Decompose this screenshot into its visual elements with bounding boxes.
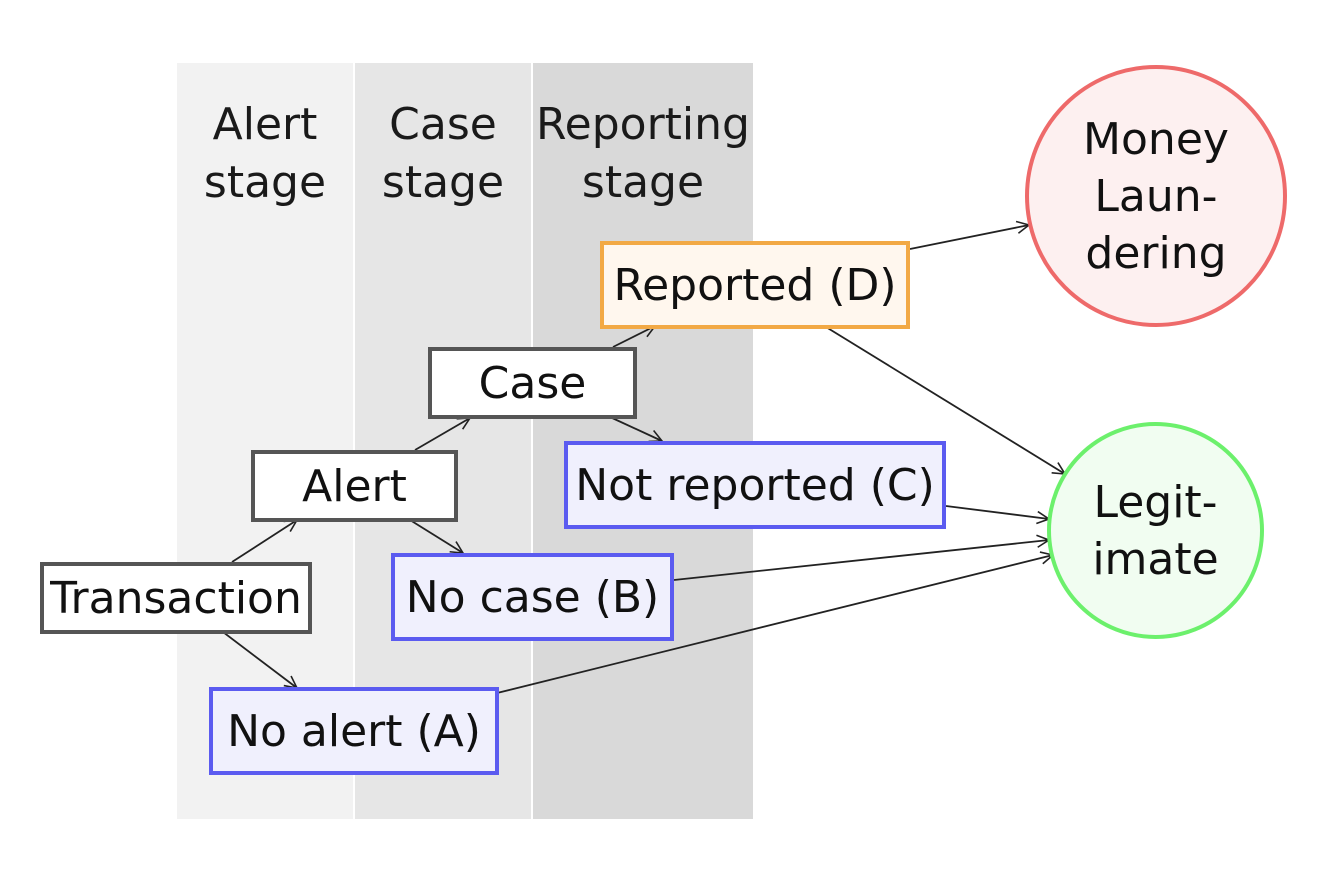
edge-not-reported-legitimate (945, 505, 1049, 519)
reporting-stage-title: Reporting stage (536, 99, 750, 208)
edge-alert-no-case (409, 519, 463, 553)
case-stage-title: Case stage (381, 99, 505, 208)
edge-case-not-reported (609, 416, 662, 441)
edge-no-alert-legitimate (496, 555, 1053, 694)
transaction-node: Transaction (40, 562, 312, 634)
legitimate-outcome: Legit- imate (1047, 422, 1264, 639)
edge-transaction-alert (231, 520, 297, 563)
edge-transaction-no-alert (222, 631, 297, 688)
alert-stage-title: Alert stage (203, 99, 327, 208)
money-laundering-outcome: Money Laun- dering (1025, 65, 1287, 327)
edge-reported-money-laundering (909, 225, 1029, 250)
edge-reported-legitimate (825, 326, 1065, 474)
edge-case-reported (612, 325, 655, 348)
edge-no-case-legitimate (673, 540, 1049, 581)
reported-node: Reported (D) (600, 241, 910, 329)
not-reported-node: Not reported (C) (564, 441, 946, 529)
edge-alert-case (414, 418, 470, 451)
alert-node: Alert (251, 450, 458, 522)
no-case-node: No case (B) (391, 553, 674, 641)
case-node: Case (428, 347, 637, 419)
no-alert-node: No alert (A) (209, 687, 499, 775)
